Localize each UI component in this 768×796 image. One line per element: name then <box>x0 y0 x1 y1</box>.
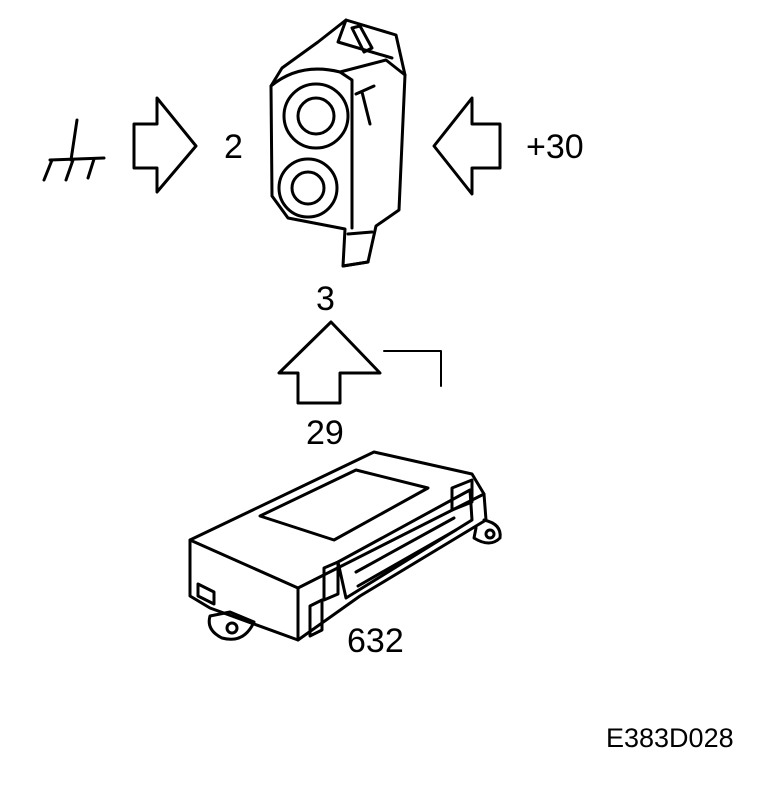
ground-symbol-icon <box>42 118 106 182</box>
signal-pin-label: 3 <box>316 280 335 318</box>
wire-leader-line <box>383 350 442 387</box>
control-module-component <box>188 450 502 642</box>
arrow-up-icon <box>277 320 382 405</box>
figure-reference-code: E383D028 <box>606 723 734 753</box>
ground-pin-label: 2 <box>224 128 243 166</box>
connector-component <box>269 18 407 268</box>
power-pin-label: +30 <box>526 128 584 166</box>
arrow-left-icon <box>432 96 502 196</box>
signal-wire-label: 29 <box>306 414 344 452</box>
module-number-label: 632 <box>347 622 404 660</box>
arrow-right-icon <box>132 96 198 194</box>
